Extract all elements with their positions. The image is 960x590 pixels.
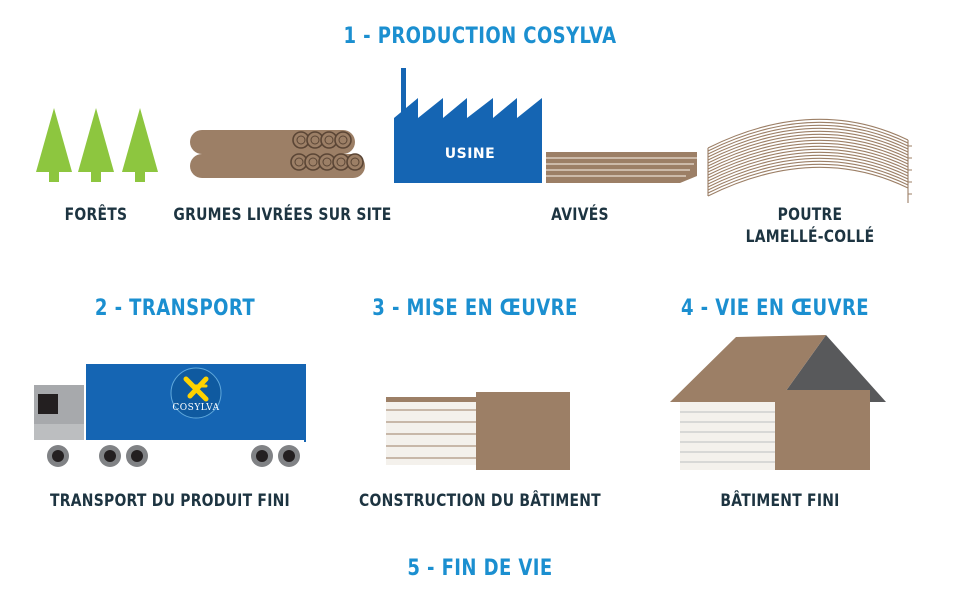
step-label-batiment-fini: BÂTIMENT FINI	[720, 491, 840, 511]
step-label-avives: AVIVÉS	[551, 205, 609, 225]
cosylva-logo-icon	[170, 367, 222, 419]
truck-wheels	[47, 445, 300, 467]
step-label-transport-produit: TRANSPORT DU PRODUIT FINI	[50, 491, 290, 511]
section-title-production: 1 - PRODUCTION COSYLVA	[343, 24, 617, 49]
step-label-poutre: POUTRE LAMELLÉ-COLLÉ	[736, 204, 884, 248]
section-title-transport: 2 - TRANSPORT	[94, 296, 256, 321]
section-title-mise-en-oeuvre: 3 - MISE EN ŒUVRE	[372, 296, 578, 321]
step-label-forets: FORÊTS	[64, 205, 128, 225]
factory-label: USINE	[444, 146, 496, 162]
factory-icon	[394, 68, 542, 183]
section-title-vie-en-oeuvre: 4 - VIE EN ŒUVRE	[680, 296, 870, 321]
truck-logo-text: COSYLVA	[172, 403, 220, 413]
logs-icon	[190, 130, 365, 178]
truck-icon	[34, 364, 306, 467]
finished-building-icon	[670, 335, 886, 470]
planks-icon	[546, 152, 697, 183]
step-label-grumes: GRUMES LIVRÉES SUR SITE	[173, 205, 392, 225]
trees-icon	[36, 108, 158, 182]
building-construction-icon	[386, 392, 570, 470]
section-title-fin-de-vie: 5 - FIN DE VIE	[407, 556, 553, 581]
glulam-beam-icon	[707, 118, 912, 203]
step-label-construction: CONSTRUCTION DU BÂTIMENT	[359, 491, 601, 511]
step-label-poutre-line1: POUTRE	[777, 205, 843, 225]
step-label-poutre-line2: LAMELLÉ-COLLÉ	[745, 227, 875, 247]
